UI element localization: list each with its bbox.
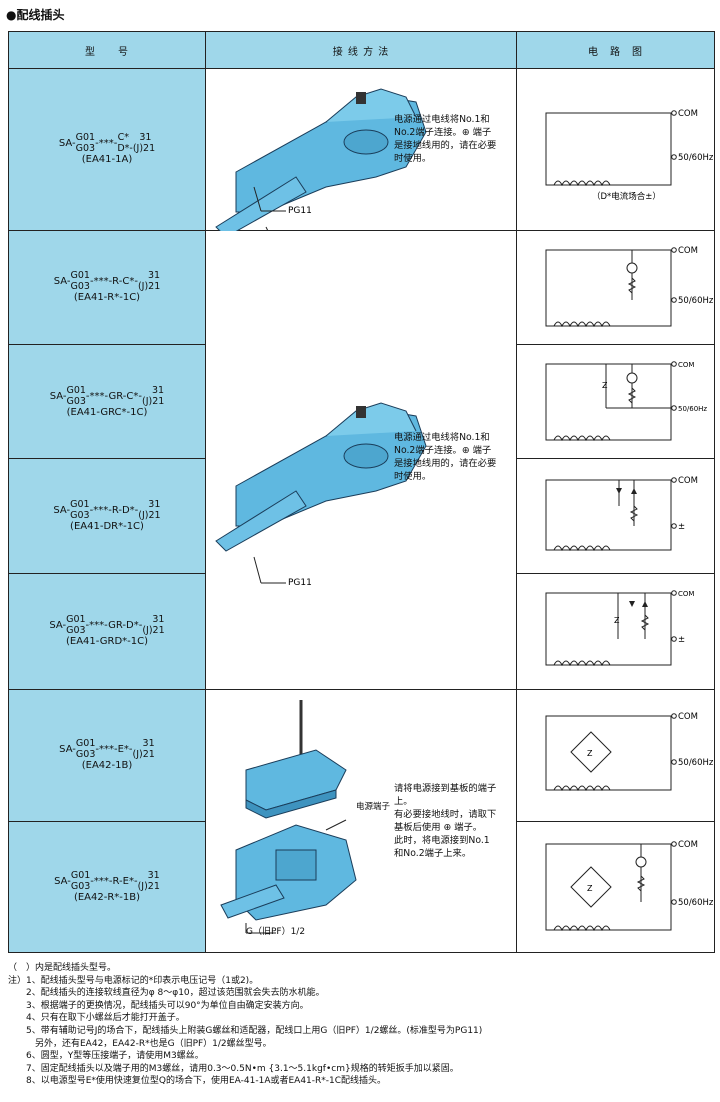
- circuit-diagram-6: Z COM 50/60Hz: [545, 712, 713, 792]
- note-line: 7、固定配线插头以及端子用的M3螺丝，请用0.3～0.5N•m {3.1～5.1…: [8, 1063, 459, 1074]
- header-wiring: 接 线 方 法: [205, 31, 517, 69]
- svg-text:50/60Hz: 50/60Hz: [678, 758, 714, 768]
- pg11-label: PG11: [288, 206, 312, 216]
- circuit-diagram-5: Z COM ±: [545, 590, 694, 667]
- wiring-text-1: 电源通过电线将No.1和 No.2端子连接。⊕ 端子 是接地线用的，请在必要 时…: [394, 114, 497, 164]
- circuit-diagram-2: COM 50/60Hz: [545, 246, 713, 327]
- svg-text:（D*电流场合±）: （D*电流场合±）: [592, 191, 661, 202]
- note-line: 5、带有辅助记号J的场合下，配线插头上附装G螺丝和适配器，配线口上用G（旧PF）…: [8, 1025, 483, 1036]
- circuit-cell-6: Z COM 50/60Hz: [516, 689, 715, 822]
- wiring-cell-3: 电源端子 G（旧PF）1/2 请将电源接到基板的端子 上。 有必要接地线时，请取…: [205, 689, 517, 953]
- svg-text:COM: COM: [678, 476, 698, 486]
- circuit-diagram-4: COM ±: [545, 476, 698, 552]
- svg-text:COM: COM: [678, 109, 698, 119]
- circuit-diagram-7: Z COM 50/60Hz: [545, 840, 713, 931]
- svg-text:Z: Z: [587, 884, 593, 893]
- svg-text:50/60Hz: 50/60Hz: [678, 153, 714, 163]
- circuit-cell-1: COM 50/60Hz （D*电流场合±）: [516, 68, 715, 231]
- circuit-diagram-1: COM 50/60Hz （D*电流场合±）: [545, 109, 713, 202]
- circuit-cell-4: COM ±: [516, 458, 715, 574]
- svg-text:Z: Z: [587, 749, 593, 758]
- circuit-diagram-3: Z COM 50/60Hz: [545, 361, 707, 441]
- circuit-cell-3: Z COM 50/60Hz: [516, 344, 715, 460]
- model-code: (EA41-1A): [81, 154, 133, 166]
- terminal-label: 电源端子: [356, 802, 391, 812]
- svg-text:±: ±: [678, 635, 685, 645]
- circuit-cell-5: Z COM ±: [516, 572, 715, 691]
- note-line: 注）1、配线插头型号与电源标记的*印表示电压记号（1或2)。: [8, 975, 259, 986]
- circuit-cell-2: COM 50/60Hz: [516, 229, 715, 346]
- svg-text:COM: COM: [678, 246, 698, 256]
- svg-text:±: ±: [678, 522, 685, 532]
- header-circuit: 电 路 图: [516, 31, 715, 69]
- note-line: 8、以电源型号E*使用快速复位型Q的场合下，使用EA-41-1A或者EA41-R…: [8, 1076, 387, 1087]
- wiring-text-2: 电源通过电线将No.1和 No.2端子连接。⊕ 端子 是接地线用的，请在必要 时…: [394, 432, 497, 482]
- note-line: 3、根据端子的更换情况，配线插头可以90°为单位自由确定安装方向。: [8, 1000, 309, 1011]
- g-label: G（旧PF）1/2: [246, 927, 306, 937]
- svg-text:Z: Z: [614, 616, 620, 625]
- note-line: （ ）内是配线插头型号。: [8, 963, 117, 973]
- svg-text:COM: COM: [678, 590, 694, 598]
- svg-text:50/60Hz: 50/60Hz: [678, 405, 707, 413]
- svg-text:COM: COM: [678, 840, 698, 850]
- header-model: 型 号: [8, 31, 206, 69]
- section-title: ●配线插头: [6, 8, 65, 22]
- wiring-cell-1: PG11 电源通过电线将No.1和 No.2端子连接。⊕ 端子 是接地线用的，请…: [205, 68, 517, 258]
- circuit-cell-7: Z COM 50/60Hz: [516, 820, 715, 953]
- note-line: 6、圆型，Y型等压接端子，请使用M3螺丝。: [8, 1051, 204, 1062]
- svg-text:COM: COM: [678, 361, 694, 369]
- plug-illustration-1: PG11: [215, 88, 427, 258]
- note-line: 2、配线插头的连接软线直径为φ 8～φ10，超过该范围就会失去防水机能。: [8, 988, 325, 999]
- svg-text:50/60Hz: 50/60Hz: [678, 296, 714, 306]
- wiring-cell-2: PG11 电源通过电线将No.1和 No.2端子连接。⊕ 端子 是接地线用的，请…: [205, 230, 517, 690]
- svg-text:Z: Z: [602, 381, 608, 390]
- svg-text:PG11: PG11: [288, 578, 312, 588]
- note-line: 4、只有在取下小螺丝后才能打开盖子。: [8, 1013, 185, 1024]
- svg-text:50/60Hz: 50/60Hz: [678, 898, 714, 908]
- wiring-text-3: 请将电源接到基板的端子 上。 有必要接地线时，请取下 基板后使用 ⊕ 端子。 此…: [394, 783, 497, 859]
- plug-illustration-3: [220, 700, 357, 934]
- plug-illustration-2: PG11: [215, 402, 427, 588]
- svg-text:COM: COM: [678, 712, 698, 722]
- note-line: 另外，还有EA42，EA42-R*也是G（旧PF）1/2螺丝型号。: [8, 1038, 272, 1049]
- notes: （ ）内是配线插头型号。 注）1、配线插头型号与电源标记的*印表示电压记号（1或…: [8, 962, 482, 1088]
